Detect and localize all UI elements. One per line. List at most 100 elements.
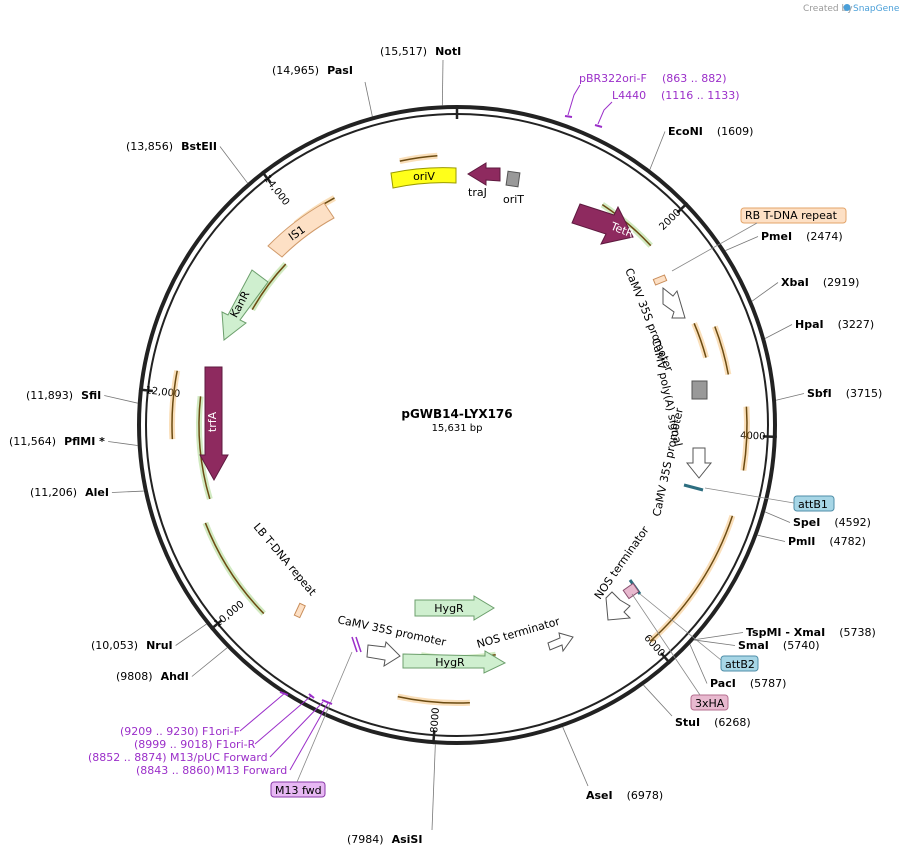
primer-m13-forward-range: (8843 .. 8860)	[136, 764, 215, 777]
site-sbfi[interactable]: SbfI(3715)	[807, 387, 882, 400]
tick-label: 14,000	[261, 173, 291, 207]
orf-arc-glow	[648, 514, 736, 644]
site-asisi[interactable]: (7984)AsiSI	[347, 833, 422, 846]
traj-label: traJ	[468, 186, 487, 199]
3xha-box-label: 3xHA	[695, 697, 725, 710]
trfa-feature[interactable]: trfA	[199, 366, 229, 482]
snapgene-logo-icon	[843, 4, 851, 11]
tick-mark	[660, 652, 672, 665]
camv-promoter-right-feature[interactable]	[662, 286, 686, 319]
primer-f1ori-r[interactable]: (8999 .. 9018) F1ori-R	[134, 738, 256, 751]
m13-fwd-box[interactable]: M13 fwd	[270, 781, 326, 798]
nos-terminator-right-feature[interactable]	[605, 591, 632, 621]
site-position: (13,856)	[126, 140, 173, 153]
orf-arc	[649, 515, 734, 642]
3xha-small-feature[interactable]	[622, 582, 640, 600]
site-name: BstEII	[181, 140, 217, 153]
site-name: EcoNI	[668, 125, 703, 138]
site-paci[interactable]: PacI(5787)	[710, 677, 786, 690]
tick-label: 4000	[740, 431, 766, 443]
site-smai[interactable]: SmaI(5740)	[738, 639, 819, 652]
orf-arc	[714, 326, 730, 375]
lb-tdna-feature[interactable]	[293, 602, 306, 619]
is1-feature[interactable]: IS1	[267, 202, 335, 258]
site-ahdi[interactable]: (9808)AhdI	[116, 670, 189, 683]
site-econi[interactable]: EcoNI(1609)	[668, 125, 753, 138]
traj-feature[interactable]: traJ	[467, 162, 501, 199]
primer-m13-forward[interactable]: (8843 .. 8860) M13 Forward	[136, 764, 287, 777]
site-pmei[interactable]: PmeI(2474)	[761, 230, 843, 243]
site-bsteii[interactable]: (13,856) BstEII	[126, 140, 217, 153]
site-nrui[interactable]: (10,053)NruI	[91, 639, 173, 652]
primer-f1ori-r-range: (8999 .. 9018)	[134, 738, 213, 751]
site-leader-line	[751, 282, 779, 302]
plasmid-name: pGWB14-LYX176	[401, 407, 512, 421]
credit-prefix: Created by	[803, 4, 853, 14]
camv-promoter-bottom-feature[interactable]	[366, 640, 401, 668]
site-noti[interactable]: (15,517)NotI	[380, 45, 461, 58]
3xha-box[interactable]: 3xHA	[690, 694, 729, 711]
site-pflmi-[interactable]: (11,564)PflMI *	[9, 435, 105, 448]
site-sfii[interactable]: (11,893)SfiI	[26, 389, 101, 402]
site-leader-line	[694, 632, 744, 641]
orivfeature[interactable]: oriV	[390, 167, 457, 189]
primer-m13-puc-forward[interactable]: (8852 .. 8874) M13/pUC Forward	[88, 751, 268, 764]
site-leader-line	[775, 393, 805, 401]
rb-tdna-small-feature[interactable]	[652, 274, 668, 286]
camv-promoter-right2-feature[interactable]	[685, 447, 713, 479]
site-alei[interactable]: (11,206)AleI	[30, 486, 109, 499]
site-name: SmaI	[738, 639, 769, 652]
attb2-box[interactable]: attB2	[720, 655, 759, 672]
trfa-label: trfA	[206, 411, 219, 432]
site-pasi[interactable]: (14,965)PasI	[272, 64, 353, 77]
site-stui[interactable]: StuI(6268)	[675, 716, 751, 729]
rb-tdna-box[interactable]: RB T-DNA repeat	[740, 207, 847, 224]
orit-feature[interactable]: oriT	[503, 170, 524, 206]
tick-label: 10,000	[213, 599, 247, 630]
site-name: AsiSI	[392, 833, 423, 846]
site-pmli[interactable]: PmlI(4782)	[788, 535, 866, 548]
camv-polya-feature[interactable]	[691, 380, 708, 400]
site-leader-line	[191, 647, 228, 677]
hygr-top-feature[interactable]: HygR	[414, 595, 495, 621]
attb1-small-feature[interactable]	[683, 483, 704, 492]
primer-l4440[interactable]: L4440 (1116 .. 1133)	[612, 89, 740, 102]
site-leader-line	[562, 726, 589, 787]
primer-pbr322ori-f[interactable]: pBR322ori-F (863 .. 882)	[579, 72, 727, 85]
site-name: HpaI	[795, 318, 824, 331]
site-leader-line	[689, 644, 708, 684]
site-position: (3227)	[838, 318, 875, 331]
kanr-feature[interactable]: KanR	[221, 269, 269, 341]
attb1-box-label: attB1	[798, 498, 828, 511]
site-position: (4592)	[834, 516, 871, 529]
tick-mark	[432, 730, 436, 745]
orf-arc	[693, 323, 707, 358]
site-position: (10,053)	[91, 639, 138, 652]
lb-tdna-label: LB T-DNA repeat	[251, 521, 320, 599]
attb1-box[interactable]: attB1	[793, 495, 835, 512]
site-leader-line	[108, 441, 138, 446]
site-xbai[interactable]: XbaI(2919)	[781, 276, 859, 289]
primer-m13-forward-name: M13 Forward	[216, 764, 287, 777]
site-position: (11,206)	[30, 486, 77, 499]
site-position: (11,893)	[26, 389, 73, 402]
camv-promoter-right-label: CaMV 35S promoter	[622, 266, 676, 374]
orf-arc	[171, 370, 178, 440]
site-position: (14,965)	[272, 64, 319, 77]
primer-f1ori-f[interactable]: (9209 .. 9230) F1ori-F	[120, 725, 240, 738]
site-asei[interactable]: AseI(6978)	[586, 789, 663, 802]
hygr-bottom-feature[interactable]: HygR	[402, 650, 507, 674]
site-tspmi-xmai[interactable]: TspMI - XmaI(5738)	[746, 626, 876, 639]
nos-terminator-bottom-feature[interactable]	[547, 632, 574, 653]
site-leader-line	[643, 684, 673, 717]
camv-promoter-bottom-small[interactable]	[351, 636, 362, 653]
tetr-feature[interactable]: TetR	[571, 203, 636, 245]
orf-arc-glow	[202, 521, 266, 616]
site-leader-line	[764, 511, 791, 523]
site-spei[interactable]: SpeI(4592)	[793, 516, 871, 529]
primer-pbr322ori-f-range: (863 .. 882)	[662, 72, 727, 85]
primer-l4440-range: (1116 .. 1133)	[661, 89, 740, 102]
primer-f1ori-r-name: F1ori-R	[216, 738, 256, 751]
site-hpai[interactable]: HpaI (3227)	[795, 318, 874, 331]
